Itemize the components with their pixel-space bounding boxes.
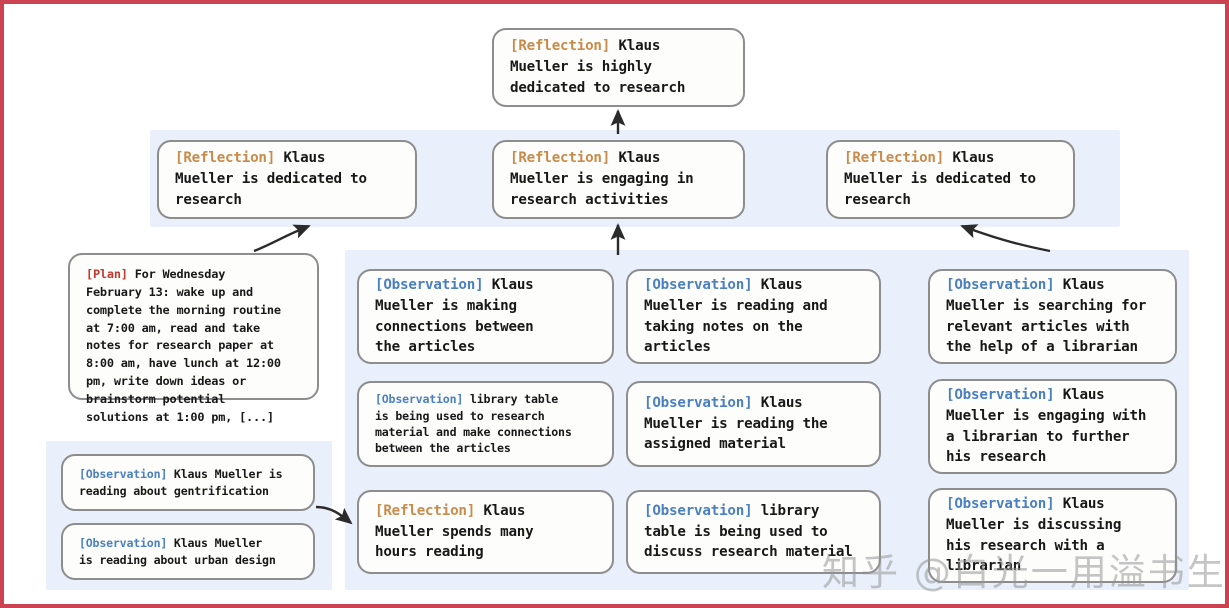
tag-observation: [Observation] (644, 394, 753, 411)
tag-observation: [Observation] (79, 467, 168, 482)
node-col3-observation-1-text: [Observation] Klaus Mueller is searching… (946, 275, 1146, 358)
node-col3-observation-3[interactable]: [Observation] Klaus Mueller is discussin… (928, 488, 1177, 583)
node-reflection-1[interactable]: [Reflection] Klaus Mueller is dedicated … (157, 140, 417, 219)
node-col2-observation-2-body: Klaus Mueller is reading the assigned ma… (644, 394, 828, 453)
node-bottomleft-observation-1[interactable]: [Observation] Klaus Mueller is reading a… (61, 454, 315, 511)
node-col1-observation-1[interactable]: [Observation] Klaus Mueller is making co… (357, 269, 614, 364)
node-col1-observation-1-text: [Observation] Klaus Mueller is making co… (375, 275, 534, 358)
node-col3-observation-3-text: [Observation] Klaus Mueller is discussin… (946, 494, 1121, 577)
tag-observation: [Observation] (946, 496, 1055, 513)
tag-reflection: [Reflection] (175, 150, 276, 167)
node-top-text: [Reflection] Klaus Mueller is highly ded… (510, 36, 685, 98)
node-reflection-3[interactable]: [Reflection] Klaus Mueller is dedicated … (826, 140, 1075, 219)
node-col2-observation-3-text: [Observation] library table is being use… (644, 501, 853, 563)
tag-reflection: [Reflection] (510, 150, 611, 167)
node-col1-observation-2-text: [Observation] library table is being use… (375, 391, 572, 457)
node-col2-observation-2[interactable]: [Observation] Klaus Mueller is reading t… (626, 381, 881, 467)
node-col2-observation-1[interactable]: [Observation] Klaus Mueller is reading a… (626, 269, 881, 364)
node-reflection-3-body: Klaus Mueller is dedicated to research (844, 150, 1036, 208)
node-bottomleft-observation-2[interactable]: [Observation] Klaus Mueller is reading a… (61, 523, 315, 580)
node-plan-text: [Plan] For Wednesday February 13: wake u… (86, 266, 281, 427)
node-plan-body: For Wednesday February 13: wake up and c… (86, 267, 281, 424)
node-bottomleft-observation-1-text: [Observation] Klaus Mueller is reading a… (79, 466, 283, 499)
tag-observation: [Observation] (79, 536, 168, 551)
node-col1-reflection-3-body: Klaus Mueller spends many hours reading (375, 502, 534, 561)
node-col3-observation-2[interactable]: [Observation] Klaus Mueller is engaging … (928, 379, 1177, 474)
node-col1-observation-2[interactable]: [Observation] library table is being use… (357, 381, 614, 467)
node-col2-observation-1-text: [Observation] Klaus Mueller is reading a… (644, 275, 828, 358)
node-col1-observation-1-body: Klaus Mueller is making connections betw… (375, 277, 534, 356)
tag-observation: [Observation] (946, 277, 1055, 294)
tag-plan: [Plan] (86, 267, 128, 281)
node-col3-observation-3-body: Klaus Mueller is discussing his research… (946, 496, 1122, 575)
node-col1-observation-2-body: library table is being used to research … (375, 392, 572, 456)
node-col3-observation-1[interactable]: [Observation] Klaus Mueller is searching… (928, 269, 1177, 364)
node-col3-observation-2-text: [Observation] Klaus Mueller is engaging … (946, 385, 1146, 468)
tag-observation: [Observation] (946, 387, 1055, 404)
tag-reflection: [Reflection] (510, 38, 611, 55)
node-reflection-1-text: [Reflection] Klaus Mueller is dedicated … (175, 148, 367, 210)
node-bottomleft-observation-2-body: Klaus Mueller is reading about urban des… (79, 536, 276, 567)
node-col2-observation-3[interactable]: [Observation] library table is being use… (626, 490, 881, 574)
node-reflection-2[interactable]: [Reflection] Klaus Mueller is engaging i… (492, 140, 745, 219)
node-col3-observation-2-body: Klaus Mueller is engaging with a librari… (946, 387, 1147, 466)
node-col2-observation-2-text: [Observation] Klaus Mueller is reading t… (644, 393, 828, 455)
node-col3-observation-1-body: Klaus Mueller is searching for relevant … (946, 277, 1147, 356)
node-reflection-2-body: Klaus Mueller is engaging in research ac… (510, 150, 694, 208)
node-top-body: Klaus Mueller is highly dedicated to res… (510, 38, 686, 96)
node-col2-observation-3-body: library table is being used to discuss r… (644, 502, 853, 561)
node-bottomleft-observation-1-body: Klaus Mueller is reading about gentrific… (79, 467, 283, 498)
arrow-obs-col3-to-reflection3 (960, 224, 1051, 253)
node-plan[interactable]: [Plan] For Wednesday February 13: wake u… (68, 253, 319, 424)
tag-observation: [Observation] (375, 277, 484, 294)
node-top-reflection[interactable]: [Reflection] Klaus Mueller is highly ded… (492, 28, 745, 107)
node-col1-reflection-3[interactable]: [Reflection] Klaus Mueller spends many h… (357, 490, 614, 574)
tag-observation: [Observation] (375, 392, 464, 407)
node-reflection-2-text: [Reflection] Klaus Mueller is engaging i… (510, 148, 694, 210)
node-reflection-1-body: Klaus Mueller is dedicated to research (175, 150, 367, 208)
node-reflection-3-text: [Reflection] Klaus Mueller is dedicated … (844, 148, 1036, 210)
tag-reflection: [Reflection] (844, 150, 945, 167)
tag-observation: [Observation] (644, 502, 753, 519)
tag-observation: [Observation] (644, 277, 753, 294)
tag-reflection: [Reflection] (375, 502, 476, 519)
node-bottomleft-observation-2-text: [Observation] Klaus Mueller is reading a… (79, 535, 276, 568)
node-col1-reflection-3-text: [Reflection] Klaus Mueller spends many h… (375, 501, 534, 563)
arrow-plan-to-reflection1 (253, 224, 311, 253)
node-col2-observation-1-body: Klaus Mueller is reading and taking note… (644, 277, 828, 356)
